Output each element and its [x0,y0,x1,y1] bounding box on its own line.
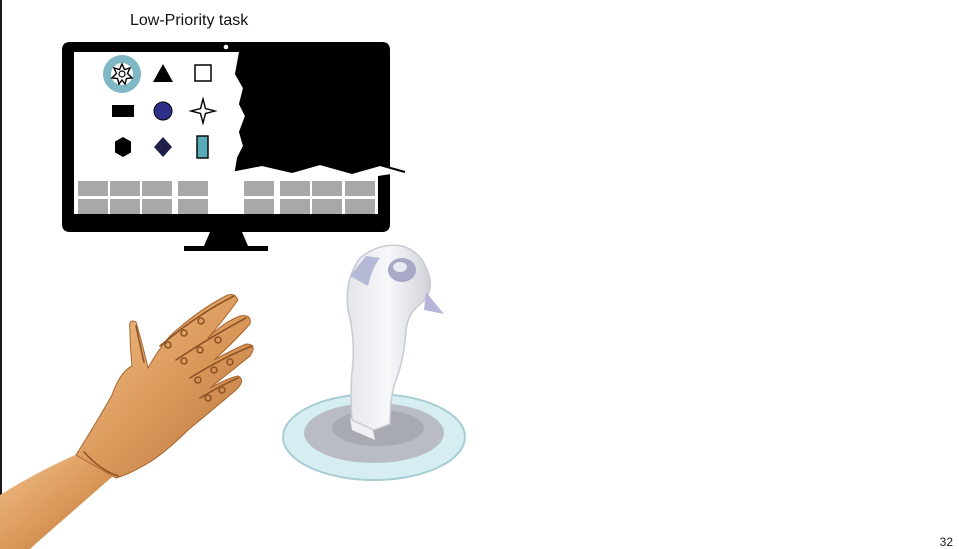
monitor-foot [184,246,268,251]
square-outline-icon[interactable] [195,65,211,81]
circle-icon[interactable] [154,102,172,120]
rectangle-icon[interactable] [112,105,134,117]
page-number: 32 [940,535,953,549]
joystick-icon [283,245,465,480]
camera-dot [224,45,229,50]
monitor-neck [204,232,248,246]
tall-rectangle-icon[interactable] [197,136,208,158]
wooden-hand-icon [0,294,253,549]
